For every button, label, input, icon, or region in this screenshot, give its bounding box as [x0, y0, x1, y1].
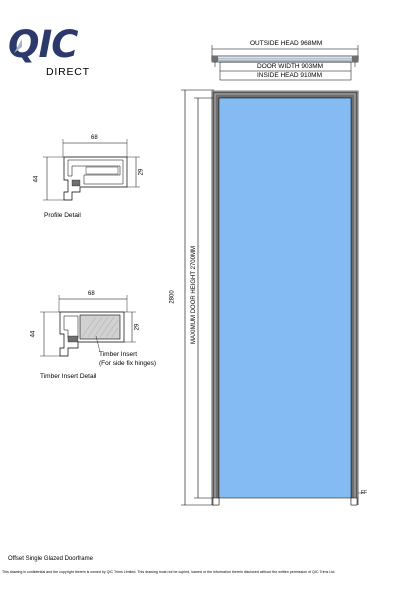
glass-panel [218, 97, 352, 499]
outside-head-label: OUTSIDE HEAD 968MM [250, 40, 323, 47]
head-dimensions [211, 45, 359, 81]
timber-height-label: 44 [30, 330, 37, 338]
profile-inset-label: 29 [138, 168, 145, 176]
timber-callout-leader [95, 335, 101, 353]
timber-callout-line2: (For side fix hinges) [99, 360, 157, 367]
door-elevation [181, 89, 359, 506]
timber-inset-label: 29 [134, 323, 141, 331]
head-right-jamb [352, 56, 358, 62]
timber-callout-line1: Timber Insert [99, 351, 138, 358]
logo-subtitle: DIRECT [46, 66, 90, 78]
profile-detail-title: Profile Detail [44, 212, 81, 219]
timber-insert [79, 314, 121, 340]
frame-outer-outline [211, 90, 359, 505]
profile-detail-drawing [43, 139, 140, 201]
timber-width-label: 68 [88, 291, 95, 297]
head-left-jamb [212, 56, 218, 62]
logo-swoosh-icon [14, 39, 22, 53]
profile-height-label: 44 [33, 175, 40, 183]
aluminium-profile-section [63, 156, 128, 201]
overall-height-label: 2800 [169, 290, 176, 304]
timber-insert-detail-drawing [40, 295, 136, 357]
inside-head-label: INSIDE HEAD 910MM [257, 72, 323, 79]
drawing-title: Offset Single Glazed Doorframe [8, 556, 93, 562]
left-foot [212, 497, 220, 506]
timber-insert-detail-title: Timber Insert Detail [40, 373, 97, 380]
max-door-height-label: MAXIMUM DOOR HEIGHT 2700MM [191, 246, 197, 344]
profile-width-label: 68 [91, 135, 98, 141]
door-width-label: DOOR WIDTH 903MM [257, 63, 324, 70]
floor-finish-label: FF [361, 490, 368, 496]
right-foot [350, 497, 358, 506]
confidentiality-notice: This drawing is confidential and the cop… [2, 570, 336, 574]
